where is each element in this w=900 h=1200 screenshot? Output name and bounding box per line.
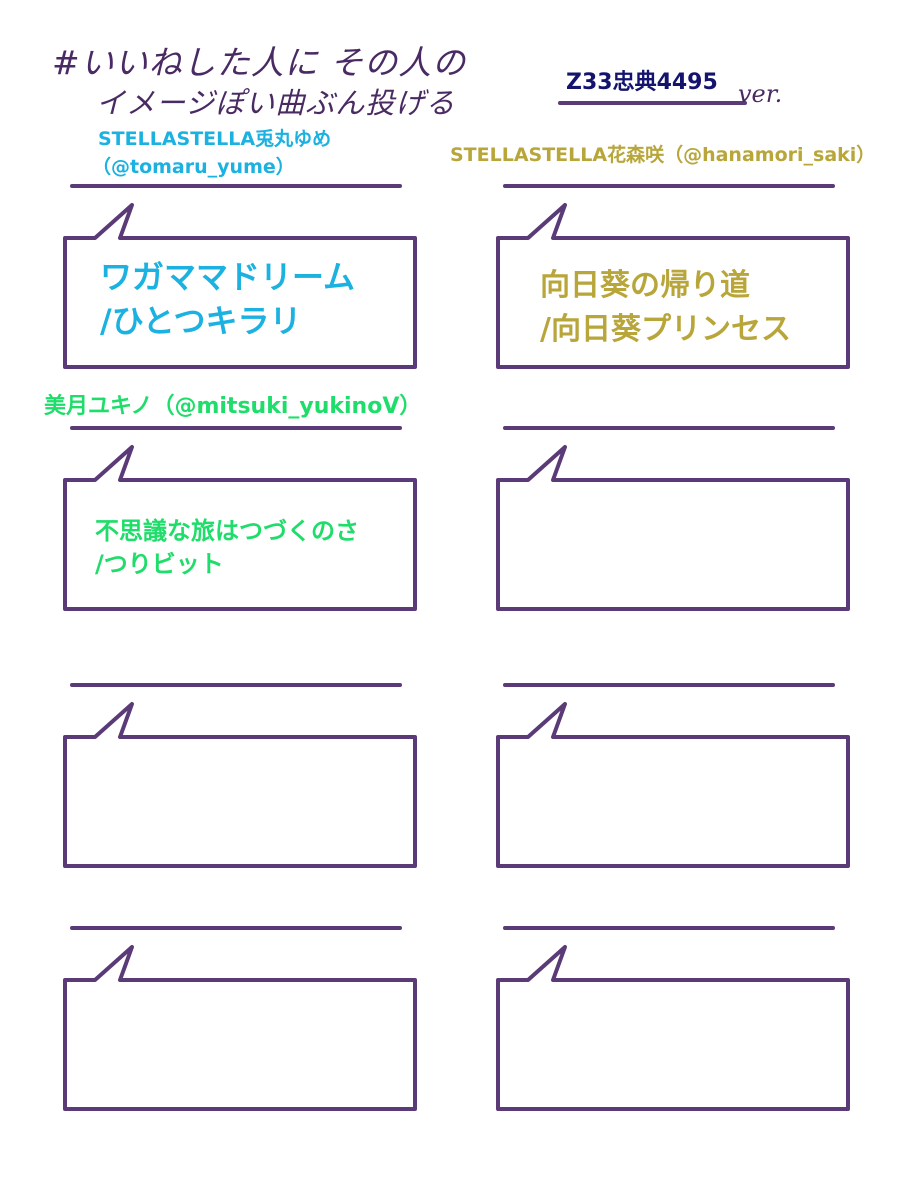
hashtag-title-line2: イメージぽい曲ぶん投げる (96, 86, 456, 120)
card-name: STELLASTELLA兎丸ゆめ (98, 128, 332, 150)
speech-bubble (496, 702, 850, 868)
speech-bubble (496, 203, 850, 369)
card-handle: （@tomaru_yume） (92, 156, 295, 178)
edition-label: Z33忠典4495 (566, 70, 718, 95)
hashtag-title-line1: #いいねした人に その人の (52, 43, 467, 82)
speech-bubble (496, 945, 850, 1111)
speech-bubble (63, 203, 417, 369)
speech-bubble (496, 445, 850, 611)
card-name: 美月ユキノ（@mitsuki_yukinoV） (44, 394, 422, 419)
speech-bubble (63, 445, 417, 611)
song-text: 向日葵の帰り道 /向日葵プリンセス (540, 268, 791, 347)
speech-bubble (63, 702, 417, 868)
song-text: 不思議な旅はつづくのさ /つりビット (95, 517, 359, 578)
card-name: STELLASTELLA花森咲（@hanamori_saki） (450, 144, 876, 166)
speech-bubble (63, 945, 417, 1111)
ver-label: ver. (738, 80, 783, 108)
song-text: ワガママドリーム /ひとつキラリ (100, 258, 356, 340)
